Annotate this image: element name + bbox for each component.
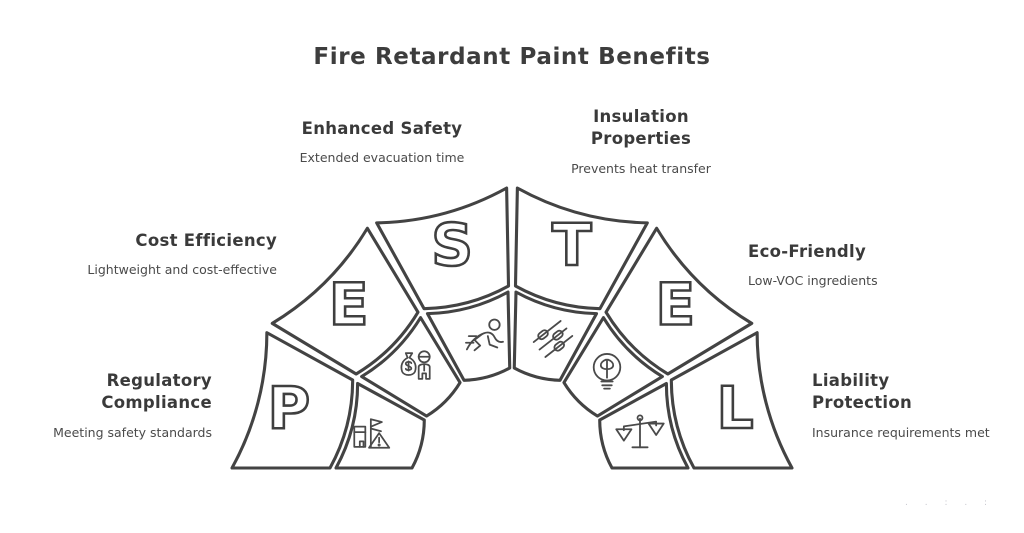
sliders-technology-icon: [532, 320, 574, 358]
page-title: Fire Retardant Paint Benefits: [313, 44, 711, 70]
label-eco-friendly-heading: Eco-Friendly: [748, 242, 867, 261]
scales-of-justice-icon: [615, 414, 665, 449]
label-cost-efficiency-subtext: Lightweight and cost-effective: [87, 262, 277, 278]
outer-ring-segment[interactable]: [513, 186, 649, 311]
label-liability-protection: Liability Protection Insurance requireme…: [812, 370, 1012, 442]
outer-ring-letter: S: [431, 211, 473, 279]
label-insulation-properties-heading: Insulation Properties: [590, 107, 692, 149]
outer-ring: [230, 186, 794, 470]
label-eco-friendly-subtext: Low-VOC ingredients: [748, 273, 878, 289]
inner-ring-segment[interactable]: [598, 381, 690, 470]
label-insulation-properties: Insulation Properties Prevents heat tran…: [530, 106, 752, 178]
label-liability-protection-subtext: Insurance requirements met: [812, 424, 990, 440]
outer-ring-segment[interactable]: [375, 186, 511, 311]
label-eco-friendly: Eco-Friendly Low-VOC ingredients: [748, 241, 988, 290]
lightbulb-leaf-icon: [592, 353, 622, 390]
outer-ring-letter: E: [329, 271, 369, 339]
outer-ring-segment[interactable]: [270, 226, 420, 376]
outer-ring-segment[interactable]: [230, 331, 355, 470]
label-cost-efficiency: Cost Efficiency Lightweight and cost-eff…: [35, 230, 277, 279]
outer-ring-letter: E: [655, 271, 695, 339]
label-liability-protection-heading: Liability Protection: [812, 371, 913, 413]
label-enhanced-safety-subtext: Extended evacuation time: [299, 150, 465, 166]
money-bag-person-icon: [400, 350, 431, 380]
outer-ring-letter: L: [717, 374, 754, 442]
label-insulation-properties-subtext: Prevents heat transfer: [571, 160, 711, 176]
outer-ring-letter: T: [552, 211, 592, 279]
outer-ring-segment[interactable]: [604, 226, 754, 376]
label-enhanced-safety: Enhanced Safety Extended evacuation time: [262, 118, 502, 167]
buildings-warning-icon: [353, 418, 391, 449]
label-regulatory-compliance-subtext: Meeting safety standards: [53, 424, 212, 440]
running-person-exit-icon: [465, 318, 504, 352]
label-enhanced-safety-heading: Enhanced Safety: [301, 119, 463, 138]
watermark-dots: . . : . :: [905, 498, 995, 508]
label-cost-efficiency-heading: Cost Efficiency: [135, 231, 277, 250]
label-regulatory-compliance-heading: Regulatory Compliance: [101, 371, 212, 413]
label-regulatory-compliance: Regulatory Compliance Meeting safety sta…: [22, 370, 212, 442]
outer-ring-letter: P: [268, 374, 311, 442]
outer-ring-segment[interactable]: [669, 331, 794, 470]
